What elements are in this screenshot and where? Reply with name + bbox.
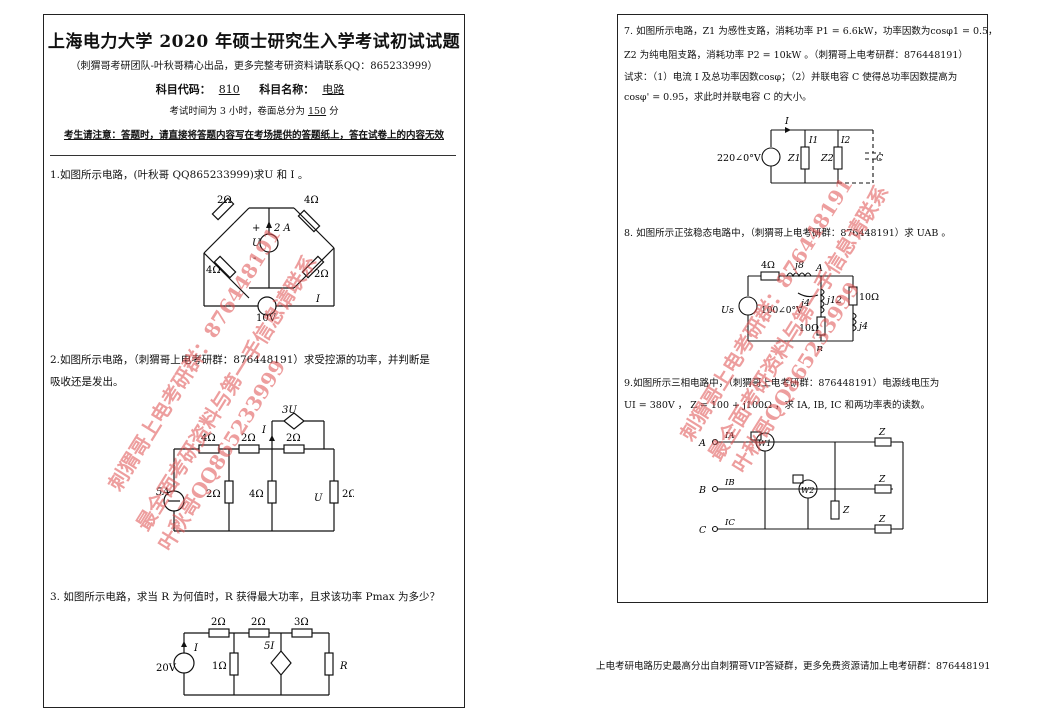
q1-i: I — [315, 294, 321, 305]
q8-node-b: B — [815, 345, 823, 351]
q9-circuit: A B C IA IB IC W1 W2 Z Z Z Z — [698, 428, 904, 536]
q9-ib: IB — [724, 478, 735, 488]
q3-r2: 2Ω — [251, 617, 266, 628]
q7-i2: I2 — [840, 136, 851, 146]
q8-node-a: A — [815, 263, 823, 274]
q1-r-bot-left: 4Ω — [206, 265, 221, 276]
q3-cccs: 5I — [264, 641, 275, 652]
time-score: 150 — [307, 106, 327, 117]
q2-i: I — [261, 425, 267, 436]
header-divider — [50, 155, 456, 156]
q9-ia: IA — [724, 431, 735, 441]
q2-circuit: 3U 5A 4Ω 2Ω 2Ω 2Ω 4Ω 2Ω U I — [156, 405, 354, 532]
q8-r2: 10Ω — [859, 292, 879, 303]
q9-z-c: Z — [878, 515, 886, 525]
question-9-line-2: UI = 380V ， Z = 100 + j100Ω ，求 IA, IB, I… — [624, 400, 930, 411]
question-7-line-3: 试求：（1）电流 I 及总功率因数cosφ；（2）并联电容 C 使得总功率因数提… — [624, 72, 958, 83]
q7-i: I — [784, 116, 789, 127]
subject-code-line: 科目代码： 810 科目名称： 电路 — [44, 81, 464, 97]
q7-circuit: 220∠0°V Z1 Z2 C I I1 I2 — [717, 116, 884, 184]
question-1: 1.如图所示电路，(叶秋哥 QQ865233999)求U 和 I 。 — [50, 169, 309, 181]
q3-circuit: 2Ω 2Ω 3Ω 1Ω 20V 5I I R — [156, 617, 348, 696]
exam-time-line: 考试时间为 3 小时，卷面总分为 150 分 — [44, 103, 464, 117]
exam-notice: 考生请注意：答题时，请直接将答题内容写在考场提供的答题纸上，答在试卷上的内容无效 — [63, 130, 444, 141]
q3-r3: 3Ω — [294, 617, 309, 628]
q8-j4b: j4 — [857, 321, 868, 332]
q7-z2: Z2 — [820, 153, 834, 164]
question-7-line-4: cosφ' = 0.95，求此时并联电容 C 的大小。 — [624, 92, 812, 103]
q7-c: C — [876, 153, 884, 164]
question-7-line-2: Z2 为纯电阻支路，消耗功率 P2 = 10kW 。（刺猬哥上电考研群：8764… — [624, 50, 968, 61]
q9-w1: W1 — [758, 439, 771, 448]
q2-r6: 2Ω — [342, 489, 354, 500]
q2-ccvs: 3U — [282, 405, 297, 416]
q9-line-b: B — [698, 485, 706, 496]
q3-vsrc: 20V — [156, 663, 177, 674]
q9-line-a: A — [698, 438, 706, 449]
q3-r: R — [339, 661, 348, 672]
q1-u: U — [252, 238, 261, 249]
q7-z1: Z1 — [787, 153, 801, 164]
name-label: 科目名称： — [259, 83, 315, 96]
time-prefix: 考试时间为 3 小时，卷面总分为 — [169, 106, 305, 117]
question-7-line-1: 7. 如图所示电路，Z1 为感性支路，消耗功率 P1 = 6.6kW，功率因数为… — [624, 26, 998, 37]
question-2-line-2: 吸收还是发出。 — [50, 376, 124, 388]
q1-vsrc: 10V — [256, 313, 277, 321]
question-9-line-1: 9.如图所示三相电路中，（刺猬哥上电考研群：876448191）电源线电压为 — [624, 378, 940, 389]
q9-ic: IC — [724, 518, 735, 528]
q7-vsrc: 220∠0°V — [717, 153, 761, 164]
q1-r-top-right: 4Ω — [304, 195, 319, 206]
time-suffix: 分 — [329, 106, 339, 117]
q1-isrc: 2 A — [273, 223, 291, 234]
q1-minus: - — [253, 253, 256, 264]
q7-i1: I1 — [808, 136, 818, 146]
question-8: 8. 如图所示正弦稳态电路中，（刺猬哥上电考研群：876448191）求 UAB… — [624, 228, 951, 239]
q8-j8: j8 — [793, 260, 804, 271]
q9-z-b: Z — [878, 475, 886, 485]
q2-r2: 2Ω — [241, 433, 256, 444]
q9-z-mid: Z — [842, 506, 850, 516]
q1-r-top-left: 2Ω — [217, 195, 232, 206]
q2-r4: 2Ω — [206, 489, 221, 500]
q9-line-c: C — [699, 525, 707, 536]
question-3: 3. 如图所示电路，求当 R 为何值时，R 获得最大功率，且求该功率 Pmax … — [50, 591, 441, 603]
q2-u: U — [314, 493, 323, 504]
exam-subtitle: （刺猬哥考研团队-叶秋哥精心出品，更多完整考研资料请联系QQ：865233999… — [70, 61, 438, 72]
name-value: 电路 — [322, 83, 345, 96]
q3-r1: 2Ω — [211, 617, 226, 628]
q2-r3: 2Ω — [286, 433, 301, 444]
left-exam-page: 上海电力大学 2020 年硕士研究生入学考试初试试题 （刺猬哥考研团队-叶秋哥精… — [43, 14, 465, 708]
q9-z-a: Z — [878, 428, 886, 438]
q8-circuit: 4Ω j8 j4 j12 10Ω 10Ω j4 A B 100∠0°V Us — [721, 260, 879, 351]
q3-r4: 1Ω — [212, 661, 227, 672]
q1-plus: + — [252, 223, 260, 234]
q9-w2: W2 — [801, 486, 814, 495]
q3-i: I — [193, 643, 199, 654]
q8-us: Us — [721, 305, 734, 316]
q8-j12: j12 — [825, 295, 842, 306]
q1-circuit: 2Ω 4Ω 4Ω 2Ω 2 A U + - I 10V — [203, 195, 335, 321]
code-value: 810 — [218, 83, 240, 96]
q8-j4a: j4 — [799, 298, 810, 309]
right-exam-page: 7. 如图所示电路，Z1 为感性支路，消耗功率 P1 = 6.6kW，功率因数为… — [617, 14, 998, 603]
q8-r3: 10Ω — [799, 323, 819, 334]
question-2-line-1: 2.如图所示电路，（刺猬哥上电考研群：876448191）求受控源的功率，并判断… — [50, 354, 430, 366]
exam-title: 上海电力大学 2020 年硕士研究生入学考试初试试题 — [47, 32, 461, 52]
q2-r5: 4Ω — [249, 489, 264, 500]
page-footer: 上电考研电路历史最高分出自刺猬哥VIP答疑群，更多免费资源请加上电考研群：876… — [596, 661, 991, 672]
q1-r-bot-right: 2Ω — [314, 269, 329, 280]
q2-isrc: 5A — [156, 487, 170, 498]
q8-r1: 4Ω — [761, 260, 775, 271]
code-label: 科目代码： — [155, 83, 211, 96]
q8-vsrc: 100∠0°V — [761, 306, 803, 316]
q2-r1: 4Ω — [201, 433, 216, 444]
